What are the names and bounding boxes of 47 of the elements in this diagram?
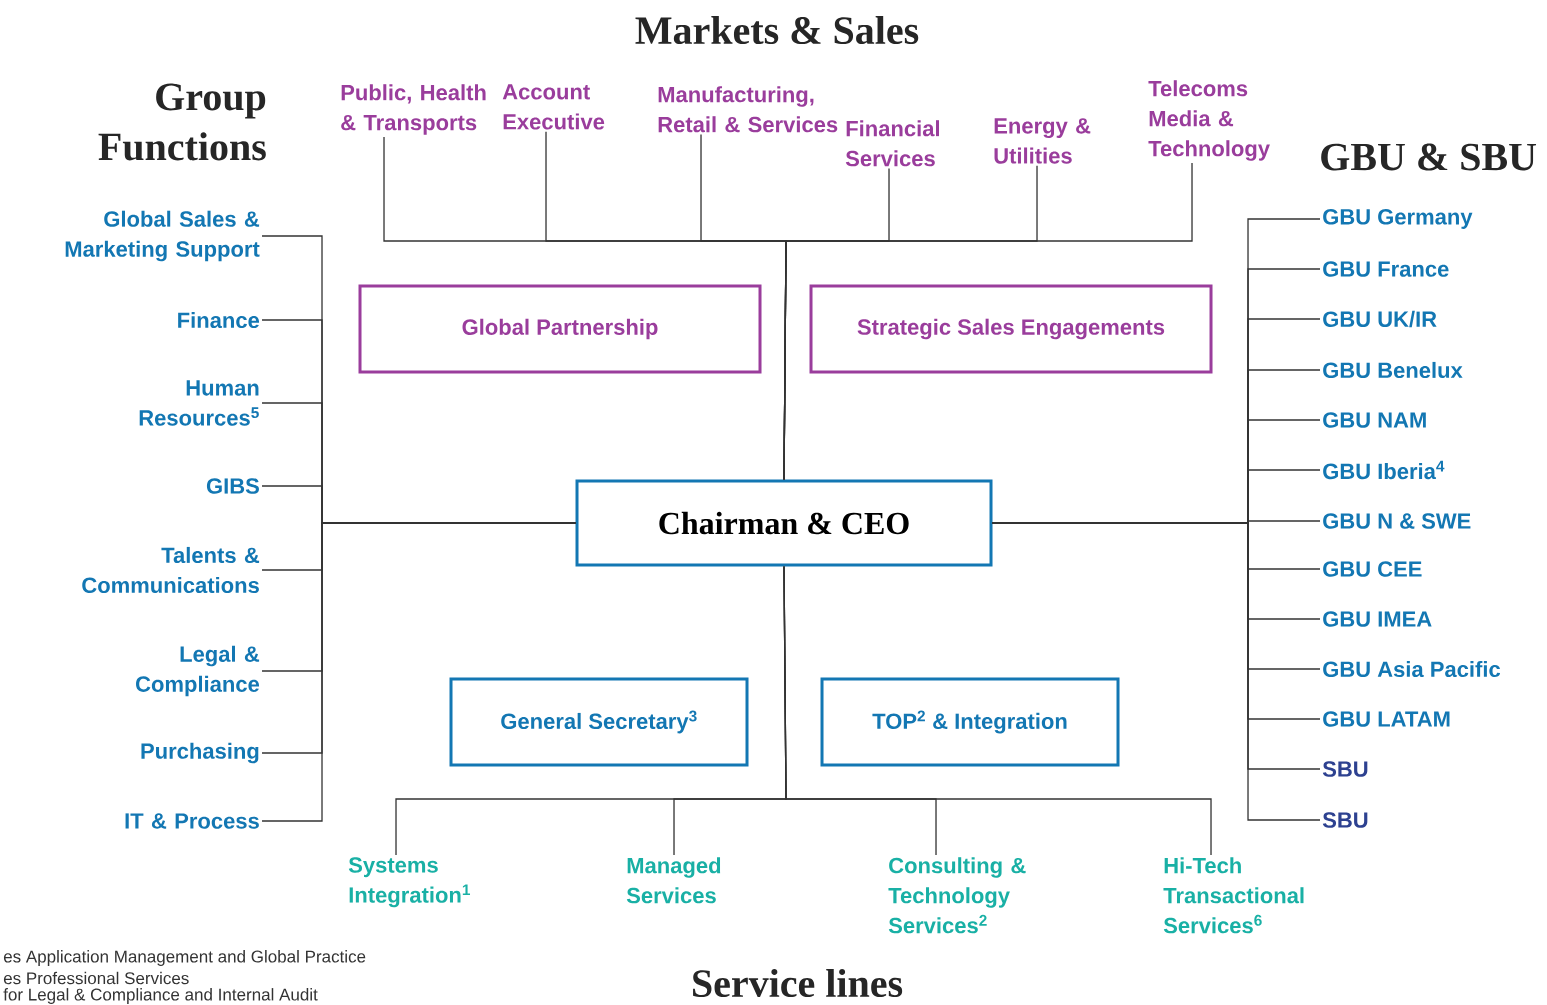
section-heading: Markets & Sales	[635, 15, 919, 45]
connector-line	[783, 162, 1193, 481]
business-unit-label: GBU France	[1323, 261, 1449, 277]
section-heading: Group Functions	[98, 83, 266, 161]
unit-box: General Secretary$^{3}$	[449, 677, 749, 767]
market-label: Public, Health & Transports	[341, 84, 486, 135]
business-unit-label: GBU Iberia$^{4}$	[1323, 460, 1445, 480]
business-unit-label: GBU UK/IR	[1323, 310, 1437, 328]
unit-box: Strategic Sales Engagements	[809, 284, 1213, 374]
function-label: GIBS	[206, 478, 259, 494]
unit-box: TOP$^{2}$ & Integration	[820, 677, 1120, 767]
business-unit-label: GBU Germany	[1323, 209, 1473, 229]
footnote-text: es Professional Services	[3, 971, 189, 985]
business-unit-label: GBU Benelux	[1323, 361, 1463, 379]
footnote-text: for Legal & Compliance and Internal Audit	[3, 988, 318, 1004]
function-label: Human Resources$^{5}$	[139, 380, 259, 426]
service-line-label: Consulting & Technology Services$^{2}$	[888, 857, 1026, 934]
business-unit-label: GBU IMEA	[1323, 611, 1432, 627]
connector-line	[783, 565, 1212, 856]
business-unit-label: GBU CEE	[1323, 561, 1422, 577]
business-unit-label: SBU	[1322, 761, 1368, 777]
business-unit-label: GBU NAM	[1323, 412, 1426, 428]
ceo-box: Chairman & CEO	[575, 479, 993, 567]
service-line-label: Hi-Tech Transactional Services$^{6}$	[1163, 857, 1304, 934]
market-label: Telecoms Media & Technology	[1148, 80, 1270, 161]
function-label: Global Sales & Marketing Support	[65, 210, 260, 262]
business-unit-label: GBU N & SWE	[1323, 513, 1471, 529]
function-label: Purchasing	[141, 742, 259, 764]
footnote-text: es Application Management and Global Practice	[3, 950, 366, 966]
market-label: Financial Services	[845, 120, 939, 167]
business-unit-label: SBU	[1322, 812, 1368, 828]
connector-line	[991, 522, 1321, 821]
connector-line	[261, 522, 577, 822]
business-unit-label: GBU LATAM	[1323, 711, 1450, 727]
service-line-label: Systems Integration$^{1}$	[348, 857, 470, 908]
market-label: Account Executive	[502, 84, 605, 130]
market-label: Energy & Utilities	[994, 118, 1091, 164]
function-label: Finance	[178, 311, 260, 329]
unit-box: Global Partnership	[358, 284, 762, 374]
service-line-label: Managed Services	[626, 857, 721, 904]
market-label: Manufacturing, Retail & Services	[658, 86, 838, 133]
function-label: IT & Process	[125, 813, 259, 829]
function-label: Legal & Compliance	[136, 645, 260, 697]
function-label: Talents & Communications	[82, 546, 260, 594]
section-heading: Service lines	[693, 968, 903, 998]
section-heading: GBU & SBU	[1321, 143, 1536, 171]
business-unit-label: GBU Asia Pacific	[1323, 660, 1501, 678]
